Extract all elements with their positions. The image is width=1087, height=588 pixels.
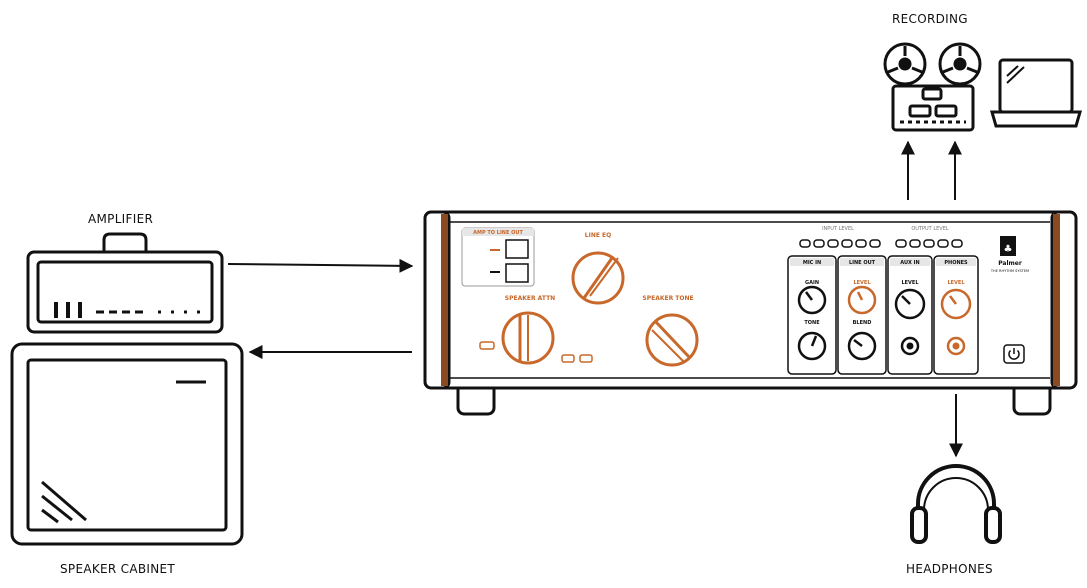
input-led-2 [813, 239, 825, 248]
line-out-level-knob[interactable] [847, 285, 877, 315]
phones-level-knob[interactable] [940, 288, 972, 320]
phones-output-jack[interactable] [946, 336, 966, 356]
headphones-icon [910, 464, 1002, 544]
gain-label: GAIN [805, 280, 819, 286]
switch-upper[interactable] [505, 239, 529, 259]
mic-in-label: MIC IN [803, 260, 821, 266]
blend-label: BLEND [853, 320, 872, 326]
tone-knob[interactable] [797, 331, 827, 361]
switch-lower[interactable] [505, 263, 529, 283]
phones-label: PHONES [944, 260, 968, 266]
speaker-cabinet-icon [10, 342, 244, 546]
aux-in-label: AUX IN [900, 260, 919, 266]
line-eq-knob[interactable] [571, 251, 625, 305]
speaker-tone-label: SPEAKER TONE [642, 295, 693, 302]
palmer-device: AMP TO LINE OUT LINE EQ SPEAKER ATTN SPE… [423, 210, 1078, 416]
line-eq-label: LINE EQ [585, 232, 611, 239]
tone-label: TONE [804, 320, 820, 326]
amp-to-line-out-label: AMP TO LINE OUT [473, 230, 523, 236]
arrow-amp-to-device [227, 258, 414, 273]
output-level-label: OUTPUT LEVEL [911, 226, 948, 232]
tape-recorder-icon [883, 42, 982, 132]
aux-input-jack[interactable] [900, 336, 920, 356]
phones-level-label: LEVEL [947, 280, 965, 286]
headphones-label: HEADPHONES [906, 562, 993, 576]
laptop-icon [990, 58, 1082, 128]
speaker-attn-label: SPEAKER ATTN [505, 295, 555, 302]
output-led-4 [937, 239, 949, 248]
speaker-tone-knob[interactable] [645, 313, 699, 367]
svg-text:♣: ♣ [1004, 244, 1013, 255]
speaker-attn-knob[interactable] [501, 311, 555, 365]
attn-led-2 [579, 354, 593, 363]
line-out-label: LINE OUT [849, 260, 876, 266]
output-led-3 [923, 239, 935, 248]
amplifier-icon [26, 232, 224, 334]
attn-led-left [479, 341, 495, 350]
output-led-5 [951, 239, 963, 248]
output-led-2 [909, 239, 921, 248]
brand-name: Palmer [998, 260, 1022, 267]
aux-level-label: LEVEL [901, 280, 919, 286]
blend-knob[interactable] [847, 331, 877, 361]
power-icon[interactable] [1003, 344, 1025, 364]
output-led-1 [895, 239, 907, 248]
attn-led-1 [561, 354, 575, 363]
line-out-level-label: LEVEL [853, 280, 871, 286]
input-level-label: INPUT LEVEL [822, 226, 854, 232]
input-led-1 [799, 239, 811, 248]
input-led-6 [869, 239, 881, 248]
palmer-logo: ♣ [1000, 236, 1016, 256]
input-led-4 [841, 239, 853, 248]
aux-level-knob[interactable] [894, 288, 926, 320]
amplifier-label: AMPLIFIER [88, 212, 154, 226]
recording-label: RECORDING [892, 12, 968, 26]
gain-knob[interactable] [797, 285, 827, 315]
input-led-3 [827, 239, 839, 248]
brand-subtitle: THE RHYTHM SYSTEM [990, 269, 1029, 273]
speaker-cabinet-label: SPEAKER CABINET [60, 562, 175, 576]
input-led-5 [855, 239, 867, 248]
